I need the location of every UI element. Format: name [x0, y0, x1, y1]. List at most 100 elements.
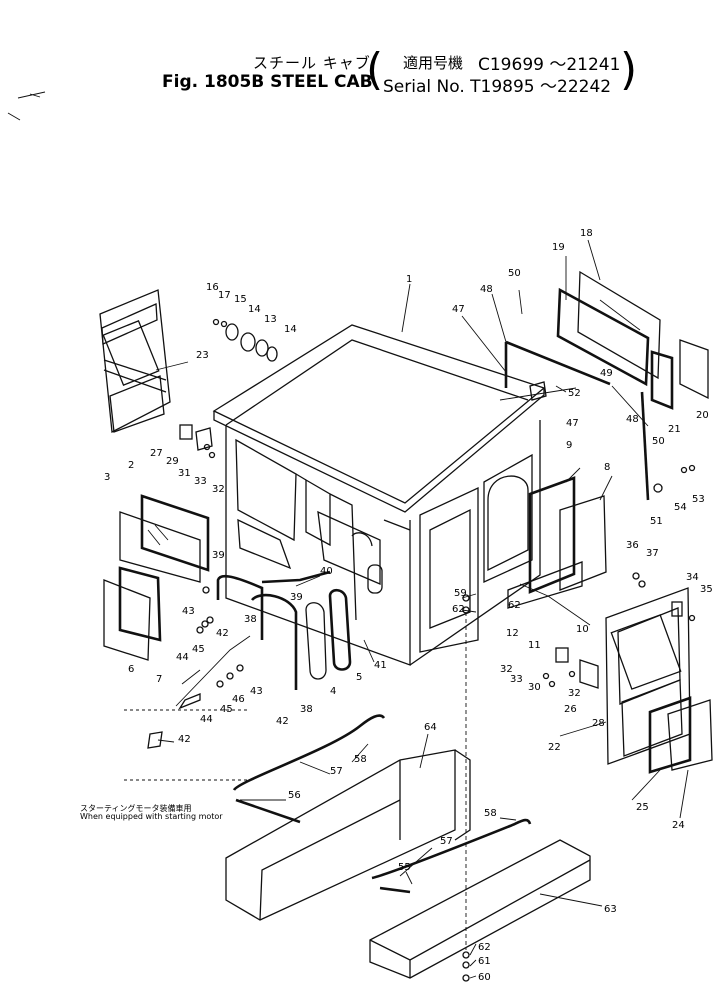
door-window-24-25	[648, 696, 713, 774]
callout-34: 34	[686, 572, 699, 583]
callout-33: 33	[510, 674, 523, 685]
callout-47: 47	[566, 418, 579, 429]
window-glass-3	[119, 494, 210, 583]
callout-58: 58	[484, 808, 497, 819]
callout-46: 46	[232, 694, 245, 705]
callout-36: 36	[626, 540, 639, 551]
callout-57: 57	[330, 766, 343, 777]
callout-14: 14	[284, 324, 297, 335]
cab-body	[212, 324, 546, 666]
callout-49: 49	[600, 368, 613, 379]
stray-mark	[7, 91, 46, 121]
callout-38: 38	[300, 704, 313, 715]
callout-53: 53	[692, 494, 705, 505]
figure-title: Fig. 1805B STEEL CAB	[162, 72, 373, 92]
callout-16: 16	[206, 282, 219, 293]
floor-cover-63	[369, 839, 591, 979]
small-window-6-7	[103, 566, 162, 661]
callout-51: 51	[650, 516, 663, 527]
corner-window-20-21	[650, 339, 709, 410]
callout-labels: 1234567891011121314141516171819202122232…	[104, 228, 713, 983]
callout-21: 21	[668, 424, 681, 435]
callout-50: 50	[508, 268, 521, 279]
callout-9: 9	[566, 440, 572, 451]
callout-47: 47	[452, 304, 465, 315]
serial-range-2: Serial No. T19895 ～22242	[383, 77, 612, 97]
callout-42: 42	[178, 734, 191, 745]
callout-31: 31	[178, 468, 191, 479]
callout-41: 41	[374, 660, 387, 671]
callout-2: 2	[128, 460, 134, 471]
callout-45: 45	[192, 644, 205, 655]
weatherstrip-38-39	[216, 574, 298, 690]
hinge-parts-right	[542, 647, 599, 689]
callout-18: 18	[580, 228, 593, 239]
callout-27: 27	[150, 448, 163, 459]
callout-42: 42	[276, 716, 289, 727]
callout-57: 57	[440, 836, 453, 847]
callout-32: 32	[212, 484, 225, 495]
callout-60: 60	[478, 972, 491, 983]
callout-7: 7	[156, 674, 162, 685]
callout-39: 39	[290, 592, 303, 603]
callout-17: 17	[218, 290, 231, 301]
roof-strip	[261, 570, 331, 584]
serial-close-bracket: )	[620, 44, 638, 95]
serial-range-1: C19699 ～21241	[478, 55, 621, 75]
callout-8: 8	[604, 462, 610, 473]
callout-12: 12	[506, 628, 519, 639]
callout-45: 45	[220, 704, 233, 715]
side-windows-4-5	[305, 588, 352, 680]
rear-window-18-19	[556, 270, 661, 387]
callout-24: 24	[672, 820, 685, 831]
callout-59: 59	[454, 588, 467, 599]
callout-58: 58	[354, 754, 367, 765]
hinge-parts-left	[179, 424, 216, 459]
strips-47-48	[504, 340, 650, 501]
callout-54: 54	[674, 502, 687, 513]
callout-39: 39	[212, 550, 225, 561]
leader-lines	[155, 239, 689, 979]
callout-62: 62	[508, 600, 521, 611]
callout-23: 23	[196, 350, 209, 361]
callout-63: 63	[604, 904, 617, 915]
callout-15: 15	[234, 294, 247, 305]
callout-4: 4	[330, 686, 336, 697]
trim-strips	[232, 714, 532, 894]
callout-13: 13	[264, 314, 277, 325]
callout-37: 37	[646, 548, 659, 559]
callout-38: 38	[244, 614, 257, 625]
callout-55: 55	[398, 862, 411, 873]
callout-5: 5	[356, 672, 362, 683]
callout-56: 56	[288, 790, 301, 801]
callout-35: 35	[700, 584, 713, 595]
callout-26: 26	[564, 704, 577, 715]
front-windows-8-9	[507, 476, 607, 609]
right-door-22	[605, 587, 691, 765]
callout-42: 42	[216, 628, 229, 639]
washers-13-17	[212, 318, 278, 362]
callout-33: 33	[194, 476, 207, 487]
callout-52: 52	[568, 388, 581, 399]
callout-44: 44	[176, 652, 189, 663]
callout-19: 19	[552, 242, 565, 253]
callout-43: 43	[250, 686, 263, 697]
callout-61: 61	[478, 956, 491, 967]
callout-25: 25	[636, 802, 649, 813]
callout-62: 62	[452, 604, 465, 615]
callout-22: 22	[548, 742, 561, 753]
serial-label-japanese: 適用号機	[403, 54, 464, 72]
hardware-34-37	[632, 464, 696, 622]
callout-50: 50	[652, 436, 665, 447]
note-english: When equipped with starting motor	[80, 812, 223, 821]
callout-28: 28	[592, 718, 605, 729]
callout-29: 29	[166, 456, 179, 467]
floor-cover-64	[225, 749, 471, 921]
callout-14: 14	[248, 304, 261, 315]
callout-32: 32	[500, 664, 513, 675]
fasteners-59-62	[462, 594, 470, 982]
callout-62: 62	[478, 942, 491, 953]
callout-64: 64	[424, 722, 437, 733]
callout-48: 48	[626, 414, 639, 425]
